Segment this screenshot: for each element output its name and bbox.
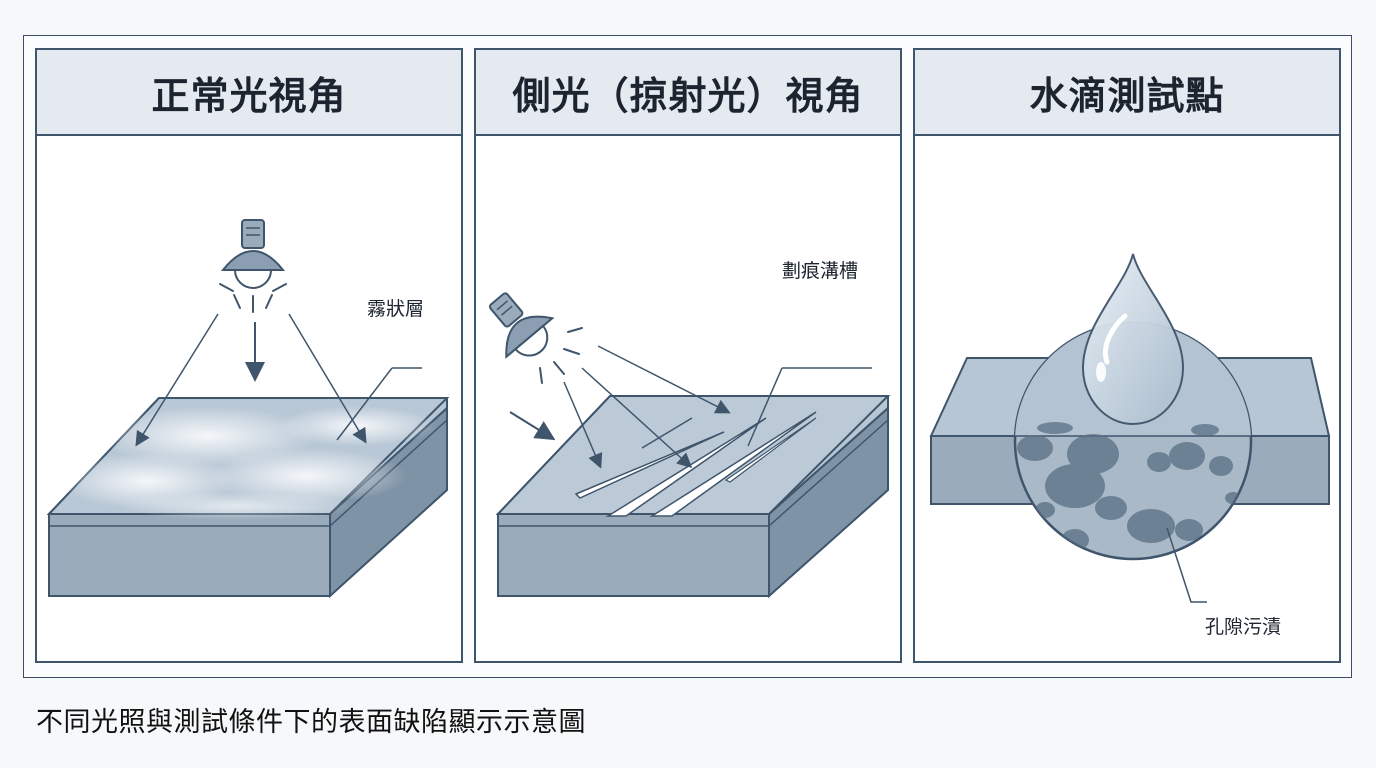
haze-layer-label: 霧狀層 xyxy=(367,298,425,320)
surface-slab xyxy=(495,395,891,599)
panel-header: 水滴測試點 xyxy=(915,50,1339,136)
pore-leader-line xyxy=(1166,527,1207,603)
light-rays xyxy=(135,313,422,447)
lamp-icon xyxy=(488,292,555,359)
haze-layer xyxy=(57,406,437,520)
panel-water-drop: 水滴測試點 xyxy=(913,48,1341,663)
panel-header: 正常光視角 xyxy=(37,50,461,136)
panel-grazing-light: 側光（掠射光）視角 xyxy=(474,48,902,663)
light-rays xyxy=(539,327,583,384)
panel-title: 正常光視角 xyxy=(151,73,347,118)
pore-stain-label: 孔隙污漬 xyxy=(1205,616,1282,638)
scratch-groove-label: 劃痕溝槽 xyxy=(782,260,859,282)
water-drop-icon xyxy=(1081,253,1185,426)
reflection-arrows xyxy=(509,345,872,469)
panel-title: 水滴測試點 xyxy=(1029,73,1225,118)
lamp-icon xyxy=(219,219,287,313)
pore-stains xyxy=(1017,422,1241,551)
panel-title: 側光（掠射光）視角 xyxy=(512,73,864,118)
grazing-light-illustration xyxy=(488,292,891,599)
scratch-grooves xyxy=(574,411,817,517)
panel-normal-light: 正常光視角 xyxy=(35,48,463,663)
panel-header: 側光（掠射光）視角 xyxy=(476,50,900,136)
figure-caption: 不同光照與測試條件下的表面缺陷顯示示意圖 xyxy=(36,707,586,738)
water-drop-illustration xyxy=(929,253,1331,603)
normal-light-illustration xyxy=(46,219,450,599)
